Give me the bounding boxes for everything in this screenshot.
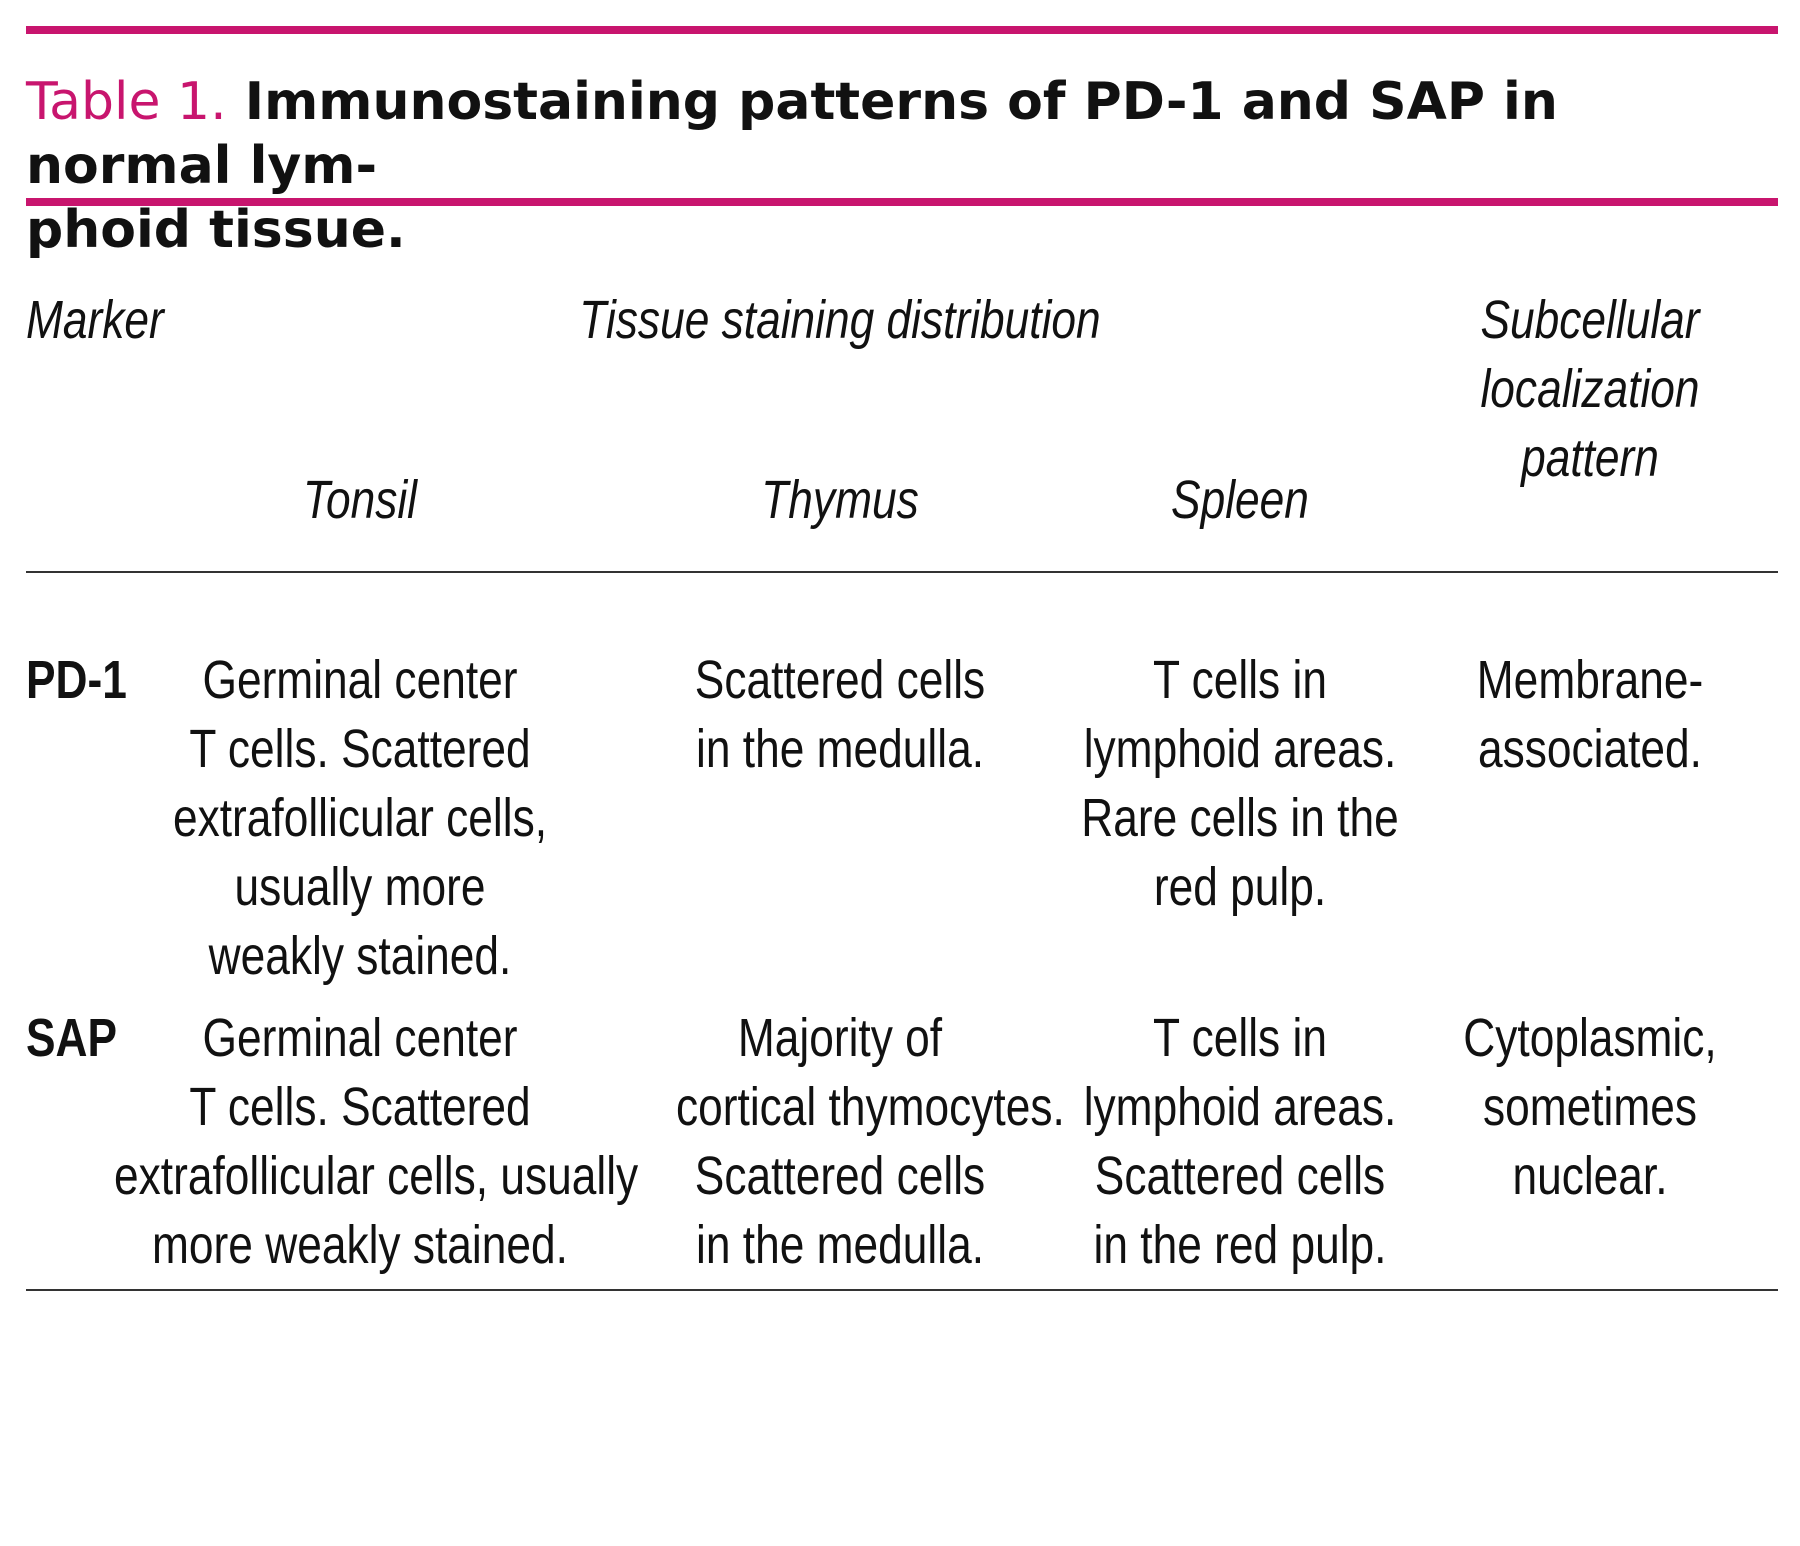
row-pd1-subcellular: Membrane-associated. bbox=[1434, 646, 1746, 784]
cell-line: T cells in bbox=[1153, 650, 1327, 710]
cell-line: associated. bbox=[1477, 719, 1702, 779]
cell-line: lymphoid areas. bbox=[1083, 1077, 1397, 1137]
cell-line: lymphoid areas. bbox=[1083, 719, 1397, 779]
cell-line: weakly stained. bbox=[208, 926, 512, 986]
row-pd1-spleen: T cells in lymphoid areas. Rare cells in t… bbox=[1076, 646, 1404, 922]
cell-line: Germinal center bbox=[202, 1008, 518, 1068]
row-pd1-tonsil: Germinal center T cells. Scattered extrafo… bbox=[155, 646, 565, 991]
cell-line: Rare cells in the bbox=[1081, 788, 1399, 848]
cell-line: T cells in bbox=[1153, 1008, 1327, 1068]
row-pd1-marker: PD-1 bbox=[26, 650, 127, 710]
cell-line: Cytoplasmic, bbox=[1463, 1008, 1717, 1068]
cell-line: more weakly stained. bbox=[152, 1215, 568, 1275]
cell-line: sometimes bbox=[1482, 1077, 1698, 1137]
header-marker: Marker bbox=[26, 290, 164, 350]
row-sap-thymus: Majority of cortical thymocytes. Scattered… bbox=[676, 1004, 1065, 1280]
row-pd1-thymus: Scattered cells in the medulla. bbox=[676, 646, 1004, 784]
header-tonsil: Tonsil bbox=[302, 470, 418, 530]
row-sap-marker: SAP bbox=[26, 1008, 118, 1068]
row-sap-spleen: T cells in lymphoid areas. Scattered cells… bbox=[1076, 1004, 1404, 1280]
cell-line: nuclear. bbox=[1512, 1146, 1668, 1206]
table-caption: Immunostaining patterns of PD-1 and SAP … bbox=[26, 72, 1558, 260]
header-tissue-distribution: Tissue staining distribution bbox=[579, 290, 1101, 350]
cell-line: Germinal center bbox=[202, 650, 518, 710]
cell-line: red pulp. bbox=[1153, 857, 1327, 917]
table-title: Table 1. Immunostaining patterns of PD-1… bbox=[26, 70, 1778, 262]
header-spleen: Spleen bbox=[1171, 470, 1309, 530]
cell-line: Scattered cells bbox=[1094, 1146, 1386, 1206]
cell-line: T cells. Scattered bbox=[189, 719, 531, 779]
header-bottom-rule bbox=[26, 571, 1778, 573]
cell-line: cortical thymocytes. bbox=[676, 1077, 1065, 1137]
header-thymus: Thymus bbox=[761, 470, 919, 530]
cell-line: localization bbox=[1480, 359, 1700, 419]
cell-line: in the medulla. bbox=[696, 719, 984, 779]
cell-line: pattern bbox=[1521, 428, 1659, 488]
cell-line: in the medulla. bbox=[696, 1215, 984, 1275]
cell-line: Membrane- bbox=[1476, 650, 1704, 710]
cell-line: usually more bbox=[234, 857, 486, 917]
table-bottom-rule bbox=[26, 1289, 1778, 1291]
row-sap-subcellular: Cytoplasmic, sometimes nuclear. bbox=[1434, 1004, 1746, 1211]
cell-line: Subcellular bbox=[1480, 290, 1700, 350]
cell-line: extrafollicular cells, usually bbox=[114, 1146, 639, 1206]
cell-line: Majority of bbox=[737, 1008, 943, 1068]
title-bottom-rule bbox=[26, 198, 1778, 206]
cell-line: extrafollicular cells, bbox=[172, 788, 548, 848]
cell-line: in the red pulp. bbox=[1093, 1215, 1387, 1275]
table-label: Table 1. bbox=[26, 72, 227, 132]
header-subcellular: Subcellular localization pattern bbox=[1434, 286, 1746, 493]
cell-line: Scattered cells bbox=[694, 650, 986, 710]
row-sap-tonsil: Germinal center T cells. Scattered extrafo… bbox=[114, 1004, 639, 1280]
cell-line: Scattered cells bbox=[694, 1146, 986, 1206]
top-rule bbox=[26, 26, 1778, 34]
cell-line: T cells. Scattered bbox=[189, 1077, 531, 1137]
